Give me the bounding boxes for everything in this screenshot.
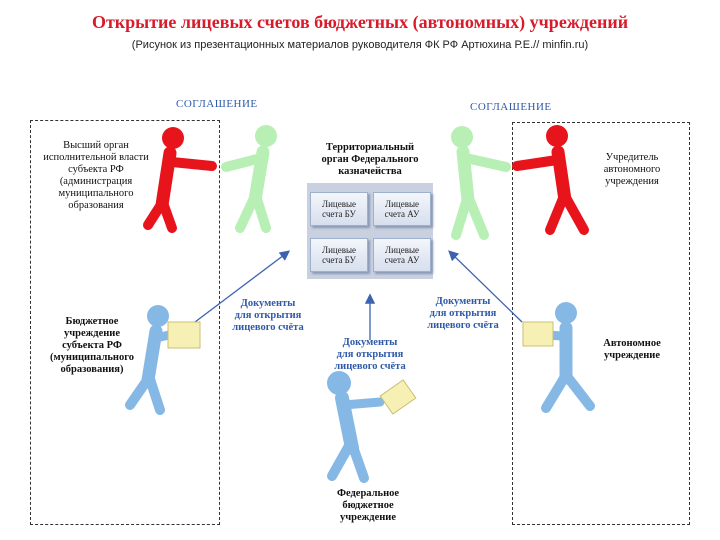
green-figure-right [451, 126, 511, 240]
arrow-right-doc [448, 250, 523, 323]
documents-right-label: Документы для открытия лицевого счёта [427, 296, 499, 331]
account-tile-bu-1: Лицевые счета БУ [310, 192, 368, 226]
documents-center-label: Документы для открытия лицевого счёта [334, 337, 406, 372]
account-tile-au-1: Лицевые счета АУ [373, 192, 431, 226]
right-dashed-panel [512, 122, 690, 525]
founder-label: Учредитель автономного учреждения [603, 152, 661, 187]
document-left [167, 321, 201, 349]
page-title: Открытие лицевых счетов бюджетных (автон… [91, 12, 629, 32]
treasury-label: Территориальный орган Федерального казна… [321, 142, 419, 177]
federal-institution-label: Федеральное бюджетное учреждение [336, 488, 400, 523]
green-figure-left [221, 125, 277, 233]
budget-institution-label: Бюджетное учреждение субъекта РФ (муници… [50, 316, 134, 375]
account-tile-bu-2: Лицевые счета БУ [310, 238, 368, 272]
arrow-left-doc [194, 250, 291, 323]
blue-figure-center [327, 371, 385, 483]
document-right [522, 321, 554, 347]
account-tile-au-2: Лицевые счета АУ [373, 238, 431, 272]
agreement-right-label: СОГЛАШЕНИЕ [470, 101, 552, 113]
red-figure-left [143, 127, 217, 233]
agreement-left-label: СОГЛАШЕНИЕ [176, 98, 258, 110]
document-center [379, 379, 417, 415]
red-figure-right [512, 125, 589, 235]
autonomous-institution-label: Автономное учреждение [603, 338, 661, 361]
executive-authority-label: Высший орган исполнительной власти субъе… [43, 140, 149, 211]
blue-figure-right [527, 302, 595, 413]
page-subtitle: (Рисунок из презентационных материалов р… [131, 39, 589, 51]
left-dashed-panel [30, 120, 220, 525]
documents-left-label: Документы для открытия лицевого счёта [232, 298, 304, 333]
